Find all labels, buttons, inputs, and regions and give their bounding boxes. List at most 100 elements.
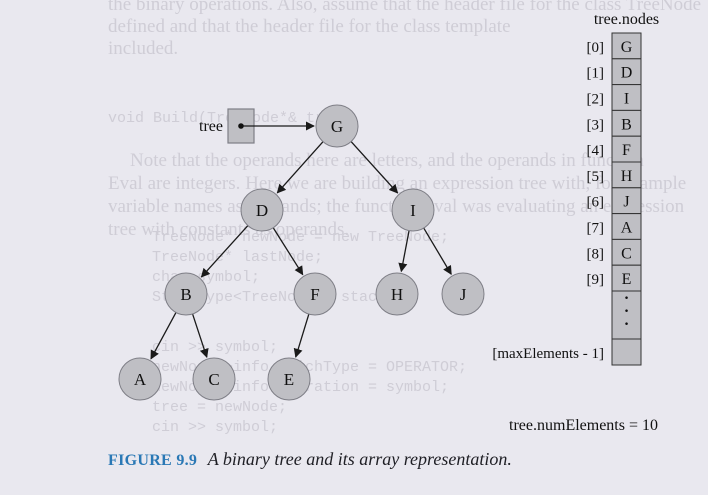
array-cell: H [5] — [587, 161, 642, 189]
array-cell: F [4] — [587, 135, 642, 163]
array-cell-value: A — [621, 220, 633, 237]
array-cell-box — [611, 238, 642, 266]
array-cell-value: J — [623, 194, 629, 211]
array-cell: B[3] — [587, 109, 642, 137]
array-cell-index: [0] — [587, 40, 605, 56]
tree-edge-G-D — [276, 141, 324, 194]
tree-node-label: G — [331, 117, 343, 136]
tree-nodes: G D I B F H J A C E — [118, 104, 485, 401]
ghost-code-line: TreeNode* newNode = new TreeNode; — [152, 229, 450, 246]
tree-node-e: E — [267, 357, 311, 401]
tree-node-j: J — [441, 272, 485, 316]
tree-node-label: J — [460, 285, 467, 304]
array-cell-box — [611, 58, 642, 86]
ghost-text-line: Eval are integers. Here we are building … — [108, 173, 687, 194]
array-cell-index: [7] — [587, 221, 605, 237]
array-cell-box — [611, 135, 642, 163]
array-cell: E [9] — [587, 264, 642, 292]
ghost-code-line: TreeNode* lastNode; — [152, 249, 324, 266]
array-cell-index: [8] — [587, 246, 605, 262]
tree-node-g: G — [315, 104, 359, 148]
tree-node-circle — [441, 272, 485, 316]
tree-node-circle — [315, 104, 359, 148]
tree-node-label: D — [256, 201, 268, 220]
tree-node-circle — [192, 357, 236, 401]
array-cell: I [2] — [587, 84, 642, 111]
tree-node-label: C — [208, 370, 219, 389]
array-cell-value: F — [622, 142, 631, 159]
tree-node-label: I — [410, 201, 416, 220]
tree-node-circle — [118, 357, 162, 401]
array-ellipsis-box — [611, 290, 642, 340]
ghost-text-line: the binary operations. Also, assume that… — [108, 0, 702, 15]
tree-edge-B-A — [150, 312, 177, 360]
tree-edge-D-F — [272, 227, 304, 276]
array-cell-index: [1] — [587, 66, 605, 82]
tree-node-circle — [164, 272, 208, 316]
array-cell-box — [611, 161, 642, 189]
array-cell-value: G — [621, 39, 633, 56]
array-cell-index: [4] — [587, 143, 605, 159]
tree-edge-F-E — [293, 313, 310, 358]
tree-node-b: B — [164, 272, 208, 316]
array-cell-index: [9] — [587, 272, 605, 288]
tree-edge-G-I — [350, 141, 399, 194]
ghost-text-line: defined and that the header file for the… — [108, 16, 511, 37]
array-cell-index: [3] — [587, 117, 605, 133]
tree-node-label: A — [134, 370, 147, 389]
tree-edge-B-C — [191, 313, 209, 359]
tree-node-circle — [391, 188, 435, 232]
tree-node-circle — [375, 272, 419, 316]
array-cell: D [1] — [587, 58, 642, 86]
array-cell-value: D — [621, 65, 633, 82]
array-cell-value: C — [621, 245, 632, 262]
figure-caption: FIGURE 9.9 A binary tree and its array r… — [108, 449, 512, 470]
array-cell: J [6] — [587, 187, 642, 215]
array-last-index: [maxElements - 1] — [492, 346, 604, 362]
array-cell-box — [611, 32, 642, 60]
array-cell-value: I — [624, 91, 629, 108]
num-elements-label: tree.numElements = 10 — [509, 417, 658, 434]
ghost-text-line: included. — [108, 38, 179, 59]
tree-pointer-dot — [238, 123, 244, 129]
array-title: tree.nodes — [594, 11, 659, 28]
tree-node-i: I — [391, 188, 435, 232]
ghost-text-line: tree with constants as operands. — [108, 219, 350, 240]
array-cell-box — [611, 187, 642, 215]
array-cell-value: E — [622, 271, 632, 288]
tree-pointer: tree — [199, 108, 315, 144]
array-cell-index: [6] — [587, 195, 605, 211]
tree-node-label: H — [391, 285, 403, 304]
ghost-text-line: Note that the operands here are letters,… — [130, 150, 644, 171]
array-cell: G [0] — [587, 32, 642, 60]
tree-node-c: C — [192, 357, 236, 401]
array-ellipsis-dot: · — [624, 316, 629, 333]
array-cell-index: [2] — [587, 92, 605, 108]
caption-text: A binary tree and its array representati… — [207, 449, 512, 469]
array-cell: C [8] — [587, 238, 642, 266]
array-cell-box — [611, 84, 642, 111]
ghost-code-line: tree = newNode; — [152, 399, 288, 416]
tree-edges — [150, 141, 452, 360]
array-cell: A [7] — [587, 213, 642, 240]
tree-node-label: E — [284, 370, 294, 389]
tree-node-h: H — [375, 272, 419, 316]
array-cell-index: [5] — [587, 169, 605, 185]
tree-pointer-label: tree — [199, 118, 223, 135]
tree-node-label: B — [180, 285, 191, 304]
tree-edge-I-J — [423, 227, 452, 276]
tree-node-circle — [240, 188, 284, 232]
tree-node-a: A — [118, 357, 162, 401]
tree-node-circle — [267, 357, 311, 401]
tree-node-d: D — [240, 188, 284, 232]
tree-node-label: F — [310, 285, 319, 304]
figure-label: FIGURE 9.9 — [108, 452, 198, 469]
array-last-cell — [611, 338, 642, 366]
tree-edge-D-B — [200, 225, 249, 278]
tree-node-f: F — [293, 272, 337, 316]
tree-node-circle — [293, 272, 337, 316]
tree-edge-I-H — [398, 230, 410, 273]
array-cell-value: H — [621, 168, 633, 185]
ghost-code-line: cin >> symbol; — [152, 419, 279, 436]
